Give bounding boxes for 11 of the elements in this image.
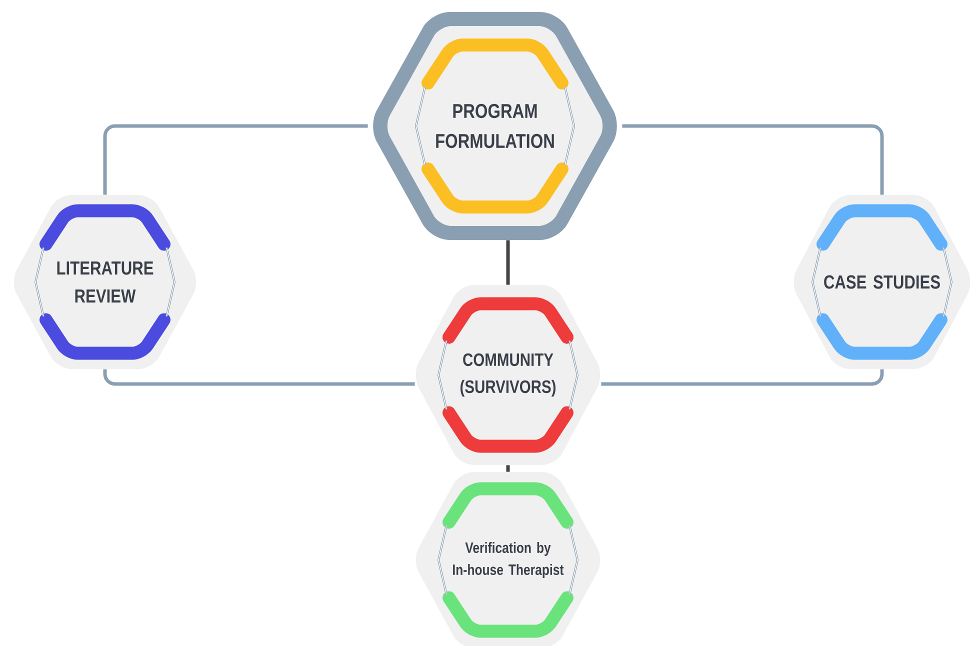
hexagon-node: CASE STUDIES xyxy=(794,195,970,369)
connector-line xyxy=(103,124,368,195)
connector-line xyxy=(506,465,510,472)
hexagon-node: COMMUNITY (SURVIVORS) xyxy=(416,285,600,465)
hexagon-node: Verification by In-house Therapist xyxy=(416,472,600,646)
hexagon-node: PROGRAM FORMULATION xyxy=(373,12,617,240)
connector-line xyxy=(601,369,884,386)
connector-line xyxy=(506,240,510,285)
connector-line xyxy=(103,369,415,386)
hexagon-node: LITERATURE REVIEW xyxy=(14,195,196,369)
connector-line xyxy=(622,124,884,195)
